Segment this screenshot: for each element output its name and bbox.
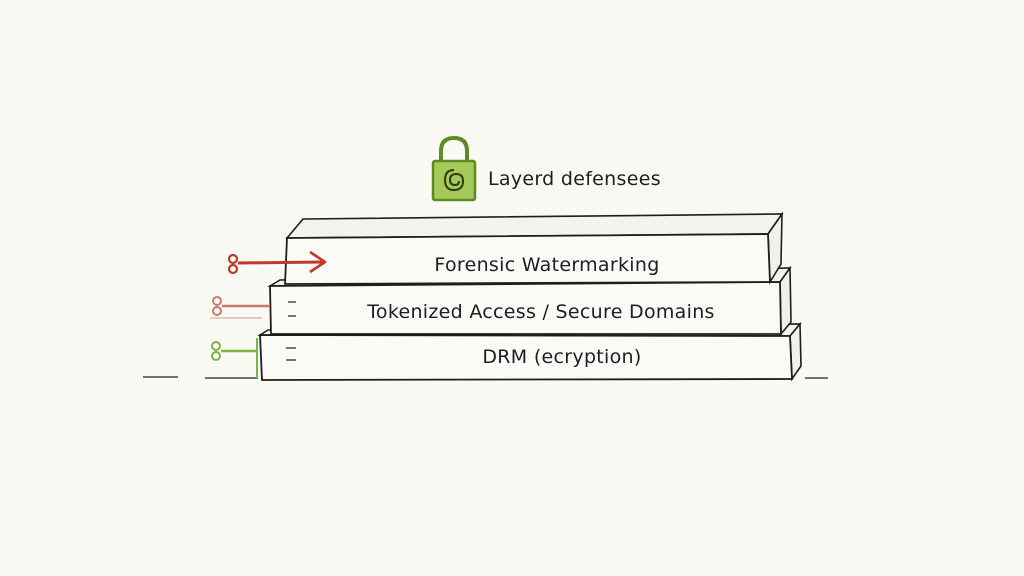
layer-label-forensic-watermarking: Forensic Watermarking: [434, 254, 659, 276]
layer-label-drm: DRM (ecryption): [482, 346, 641, 368]
layer-forensic-watermarking: Forensic Watermarking: [284, 211, 784, 285]
diagram-title: Layerd defensees: [488, 168, 661, 190]
padlock-icon: [431, 135, 477, 202]
arrow-icon: [210, 296, 270, 319]
layer-label-tokenized-access: Tokenized Access / Secure Domains: [366, 301, 715, 323]
arrow-icon: [227, 250, 327, 275]
arrow-icon: [211, 338, 258, 378]
